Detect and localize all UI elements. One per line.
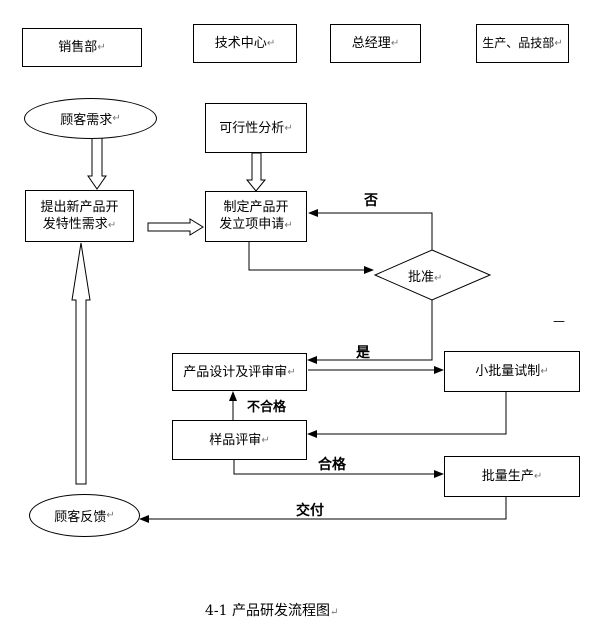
edge-approve-no bbox=[308, 209, 433, 250]
design-review-label: 产品设计及评审审 bbox=[183, 364, 288, 380]
node-customer-demand: 顾客需求↵ bbox=[24, 98, 157, 139]
node-feasibility-analysis: 可行性分析↵ bbox=[205, 103, 307, 153]
edge-label-qualified: 合格 bbox=[318, 457, 346, 473]
formulate-line2: 发立项申请 bbox=[219, 217, 285, 232]
edge-formulate-to-approve bbox=[248, 242, 374, 274]
approve-label: 批准↵ bbox=[408, 270, 443, 285]
dept-production: 生产、品技部↵ bbox=[476, 24, 569, 63]
dept-general-manager: 总经理↵ bbox=[330, 24, 421, 63]
node-formulate-application: 制定产品开 发立项申请↵ bbox=[205, 191, 307, 242]
dept-tech-center: 技术中心↵ bbox=[193, 24, 297, 63]
dept-sales: 销售部↵ bbox=[22, 28, 142, 67]
arrow-demand-to-propose bbox=[87, 137, 107, 190]
figure-caption: 4-1 产品研发流程图↵ bbox=[205, 603, 339, 619]
edge-label-no: 否 bbox=[364, 193, 378, 209]
node-sample-review: 样品评审↵ bbox=[172, 420, 307, 460]
arrow-feasibility-to-formulate bbox=[245, 152, 267, 192]
edge-sample-qualified bbox=[233, 460, 444, 478]
dept-gm-label: 总经理 bbox=[351, 36, 391, 51]
sample-review-label: 样品评审 bbox=[209, 432, 262, 448]
feasibility-label: 可行性分析 bbox=[219, 120, 285, 136]
dept-production-label: 生产、品技部 bbox=[482, 36, 555, 50]
propose-line2: 发特性需求 bbox=[42, 216, 108, 232]
edge-production-deliver bbox=[139, 497, 507, 523]
node-design-review: 产品设计及评审审↵ bbox=[172, 353, 307, 391]
decision-approve-diamond bbox=[373, 249, 492, 301]
edge-label-unqualified: 不合格 bbox=[247, 400, 287, 415]
dept-tech-label: 技术中心 bbox=[214, 36, 267, 51]
node-small-batch-trial: 小批量试制↵ bbox=[444, 351, 580, 392]
edge-label-yes: 是 bbox=[356, 345, 370, 361]
edge-approve-yes bbox=[307, 300, 433, 364]
edge-trial-to-sample bbox=[307, 392, 507, 438]
node-customer-feedback: 顾客反馈↵ bbox=[29, 494, 140, 537]
node-propose-requirements: 提出新产品开 发特性需求↵ bbox=[25, 190, 134, 242]
edge-label-deliver: 交付 bbox=[296, 503, 324, 519]
formulate-line1: 制定产品开 bbox=[223, 200, 289, 215]
arrow-feedback-to-propose bbox=[71, 242, 91, 485]
mass-production-label: 批量生产 bbox=[481, 469, 534, 484]
small-trial-label: 小批量试制 bbox=[475, 364, 541, 379]
dept-sales-label: 销售部 bbox=[58, 40, 98, 55]
arrow-propose-to-formulate bbox=[147, 218, 204, 236]
node-mass-production: 批量生产↵ bbox=[444, 456, 580, 497]
propose-line1: 提出新产品开 bbox=[40, 199, 119, 215]
customer-demand-label: 顾客需求 bbox=[60, 113, 113, 128]
stray-dash: — bbox=[553, 314, 565, 328]
customer-feedback-label: 顾客反馈 bbox=[54, 510, 107, 525]
